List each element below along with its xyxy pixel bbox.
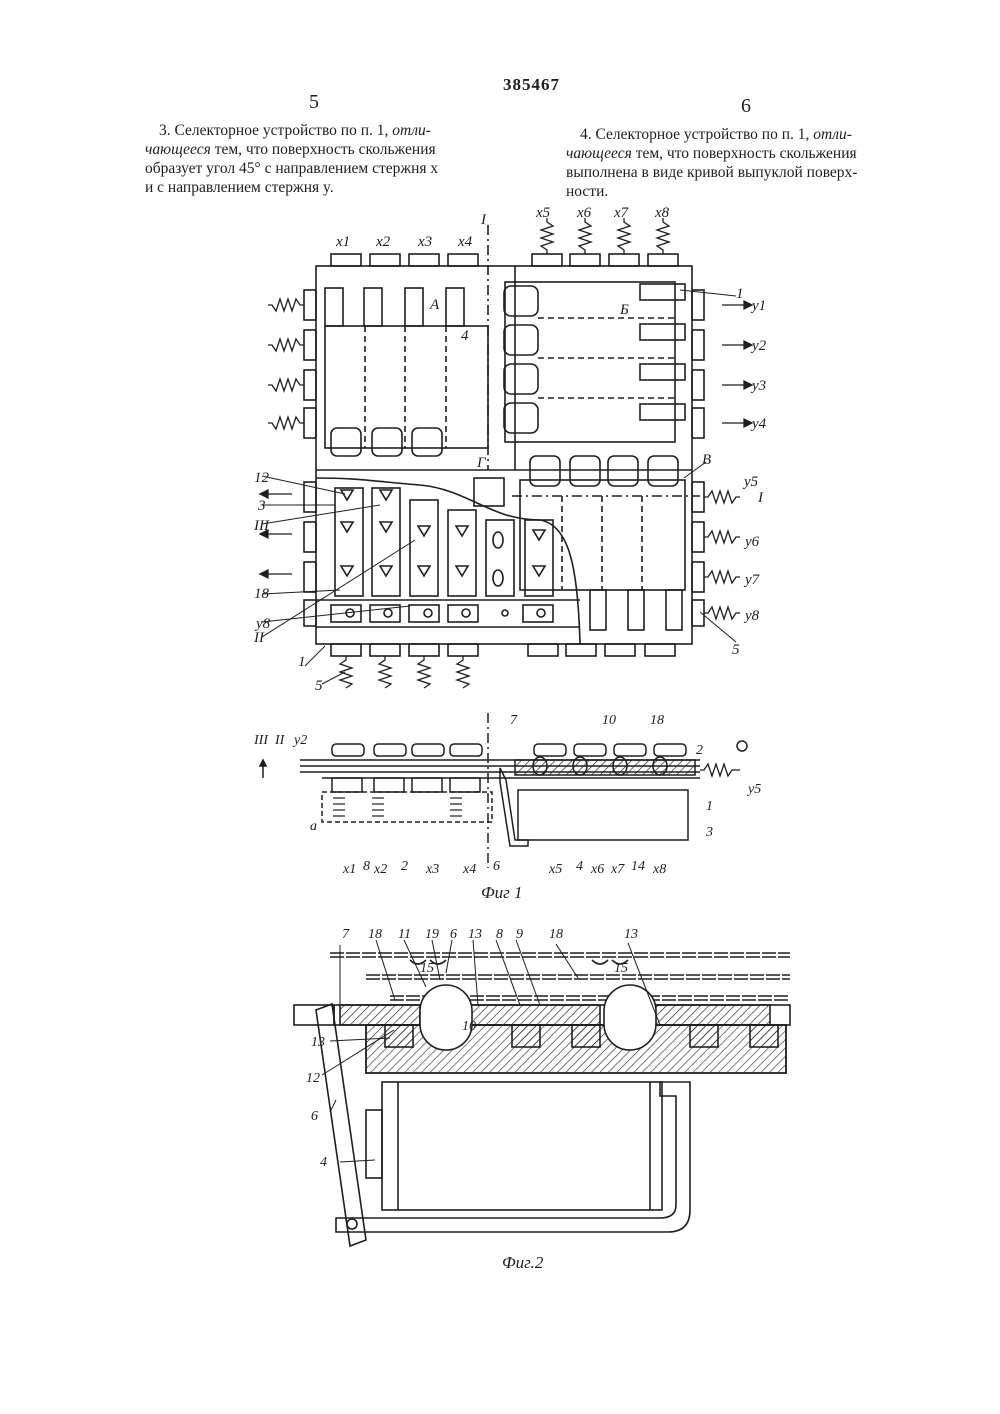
- leader-lines: [262, 290, 736, 684]
- zone-a-label: А: [429, 297, 440, 313]
- fig2-label-11: 11: [398, 927, 411, 942]
- sec-label-iii: III: [253, 733, 269, 748]
- sec-label-x2: x2: [373, 862, 387, 877]
- label-x2: x2: [375, 234, 391, 250]
- label-y1: y1: [750, 298, 766, 314]
- figure-2-caption: Фиг.2: [502, 1253, 544, 1272]
- part-4: 4: [461, 328, 469, 344]
- sec-label-1: 1: [706, 799, 713, 814]
- label-x7: x7: [613, 205, 630, 221]
- figure-1-section-labels: III II y2 a 7 10 18 2 1 3 y5 x1 8 x2 2 x…: [253, 713, 761, 902]
- sec-label-18: 18: [650, 713, 664, 728]
- sec-label-3: 3: [705, 825, 713, 840]
- sec-label-x4: x4: [462, 862, 476, 877]
- fig2-label-18b: 18: [549, 927, 563, 942]
- zone-a: [325, 288, 488, 456]
- zone-v-label: В: [702, 452, 711, 468]
- figure-1-plan-view: [260, 218, 752, 688]
- sec-label-2: 2: [696, 743, 703, 758]
- label-y5: y5: [742, 474, 759, 490]
- label-y7: y7: [743, 572, 761, 588]
- figure-2: [294, 940, 790, 1246]
- zone-g-label: Г: [476, 455, 487, 471]
- fig2-label-12: 12: [306, 1071, 320, 1086]
- sec-label-7: 7: [510, 713, 518, 728]
- sec-label-2b: 2: [401, 859, 408, 874]
- label-y4: y4: [750, 416, 767, 432]
- sec-label-x1: x1: [342, 862, 356, 877]
- sec-label-y5: y5: [746, 782, 761, 797]
- fig2-label-18a: 18: [368, 927, 382, 942]
- ball-left: [420, 985, 472, 1050]
- fig2-label-13b: 13: [624, 927, 638, 942]
- fig2-label-15a: 15: [420, 961, 434, 976]
- sec-label-x7: x7: [610, 862, 625, 877]
- figure-1-caption: Фиг 1: [481, 883, 523, 902]
- arrows: [260, 301, 752, 578]
- fig2-label-6a: 6: [450, 927, 457, 942]
- figure-1-section-view: [260, 713, 747, 868]
- bottom-row-slots: [331, 605, 553, 622]
- part-5-bottom: 5: [315, 678, 323, 694]
- sec-label-x8: x8: [652, 862, 666, 877]
- part-18: 18: [254, 586, 270, 602]
- figure-1-labels: x1 x2 x3 x4 x5 x6 x7 x8 y1 y2 y3 y4 y5 y…: [253, 205, 767, 694]
- section-mark-iii: III: [253, 518, 270, 534]
- sec-label-ii: II: [274, 733, 286, 748]
- lever-6: [500, 768, 528, 846]
- sec-label-4: 4: [576, 859, 583, 874]
- label-x5: x5: [535, 205, 551, 221]
- part-5-right: 5: [732, 642, 740, 658]
- section-line-i-right: I: [757, 490, 764, 506]
- label-y2: y2: [750, 338, 767, 354]
- label-x3: x3: [417, 234, 432, 250]
- part-1-top: 1: [736, 286, 744, 302]
- sec-label-x6: x6: [590, 862, 604, 877]
- label-y8: y8: [743, 608, 760, 624]
- sec-label-x3: x3: [425, 862, 439, 877]
- label-x6: x6: [576, 205, 592, 221]
- fig2-label-9: 9: [516, 927, 523, 942]
- sec-label-y2: y2: [292, 733, 307, 748]
- fig2-label-15b: 15: [614, 961, 628, 976]
- fig2-label-8: 8: [496, 927, 503, 942]
- fig2-label-13c: 13: [311, 1035, 325, 1050]
- fig2-label-4: 4: [320, 1155, 327, 1170]
- label-y3: y3: [750, 378, 766, 394]
- part-1-bottom: 1: [298, 654, 306, 670]
- label-x1: x1: [335, 234, 350, 250]
- electromagnet-4: [382, 1082, 662, 1210]
- sec-label-a: a: [310, 819, 317, 834]
- fig2-label-10: 10: [462, 1019, 476, 1034]
- section-line-i-top: I: [480, 212, 487, 228]
- zone-b: [504, 282, 685, 442]
- zone-b-label: Б: [619, 302, 629, 318]
- sec-label-8: 8: [363, 859, 370, 874]
- zone-v: [520, 456, 685, 630]
- label-x8: x8: [654, 205, 670, 221]
- label-y6: y6: [743, 534, 760, 550]
- fig2-label-7: 7: [342, 927, 350, 942]
- part-3: 3: [257, 498, 266, 514]
- fig2-label-13a: 13: [468, 927, 482, 942]
- fig2-label-19: 19: [425, 927, 439, 942]
- sec-label-14: 14: [631, 859, 645, 874]
- part-12: 12: [254, 470, 270, 486]
- sec-label-6: 6: [493, 859, 500, 874]
- label-x4: x4: [457, 234, 473, 250]
- fig2-label-6b: 6: [311, 1109, 318, 1124]
- sec-label-10: 10: [602, 713, 616, 728]
- sec-label-x5: x5: [548, 862, 562, 877]
- section-mark-ii: II: [253, 630, 265, 646]
- corner-slider: [474, 478, 504, 506]
